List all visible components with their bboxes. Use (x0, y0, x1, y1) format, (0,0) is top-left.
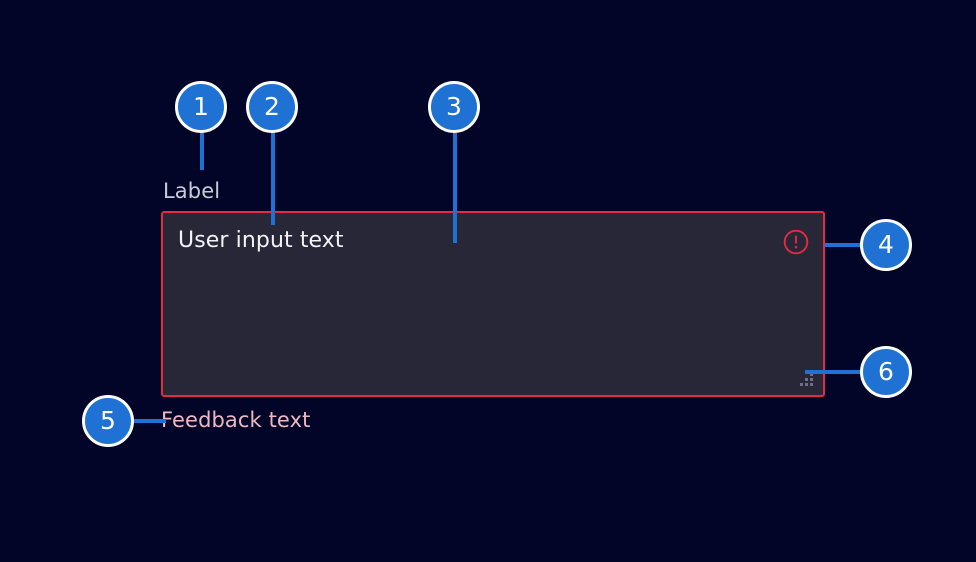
leader-line-4 (825, 243, 863, 247)
textarea-input-container[interactable]: User input text (161, 211, 825, 397)
leader-line-2 (271, 125, 275, 225)
error-circle-exclamation-icon (782, 228, 810, 256)
callout-5-feedback-text[interactable]: 5 (82, 395, 134, 447)
leader-line-1 (200, 125, 204, 170)
callout-6-resize-handle[interactable]: 6 (860, 346, 912, 398)
leader-line-6 (805, 370, 863, 374)
field-label: Label (163, 179, 221, 203)
leader-line-3 (453, 125, 457, 243)
callout-3-input-container[interactable]: 3 (428, 81, 480, 133)
leader-line-5 (134, 419, 166, 423)
callout-4-status-icon[interactable]: 4 (860, 219, 912, 271)
callout-2-input-text[interactable]: 2 (246, 81, 298, 133)
text-field-group: Label User input text (161, 178, 825, 397)
field-feedback-text: Feedback text (161, 408, 311, 432)
callout-1-label[interactable]: 1 (175, 81, 227, 133)
resize-grip-icon[interactable] (799, 372, 815, 388)
textarea-input-value[interactable]: User input text (178, 228, 344, 253)
